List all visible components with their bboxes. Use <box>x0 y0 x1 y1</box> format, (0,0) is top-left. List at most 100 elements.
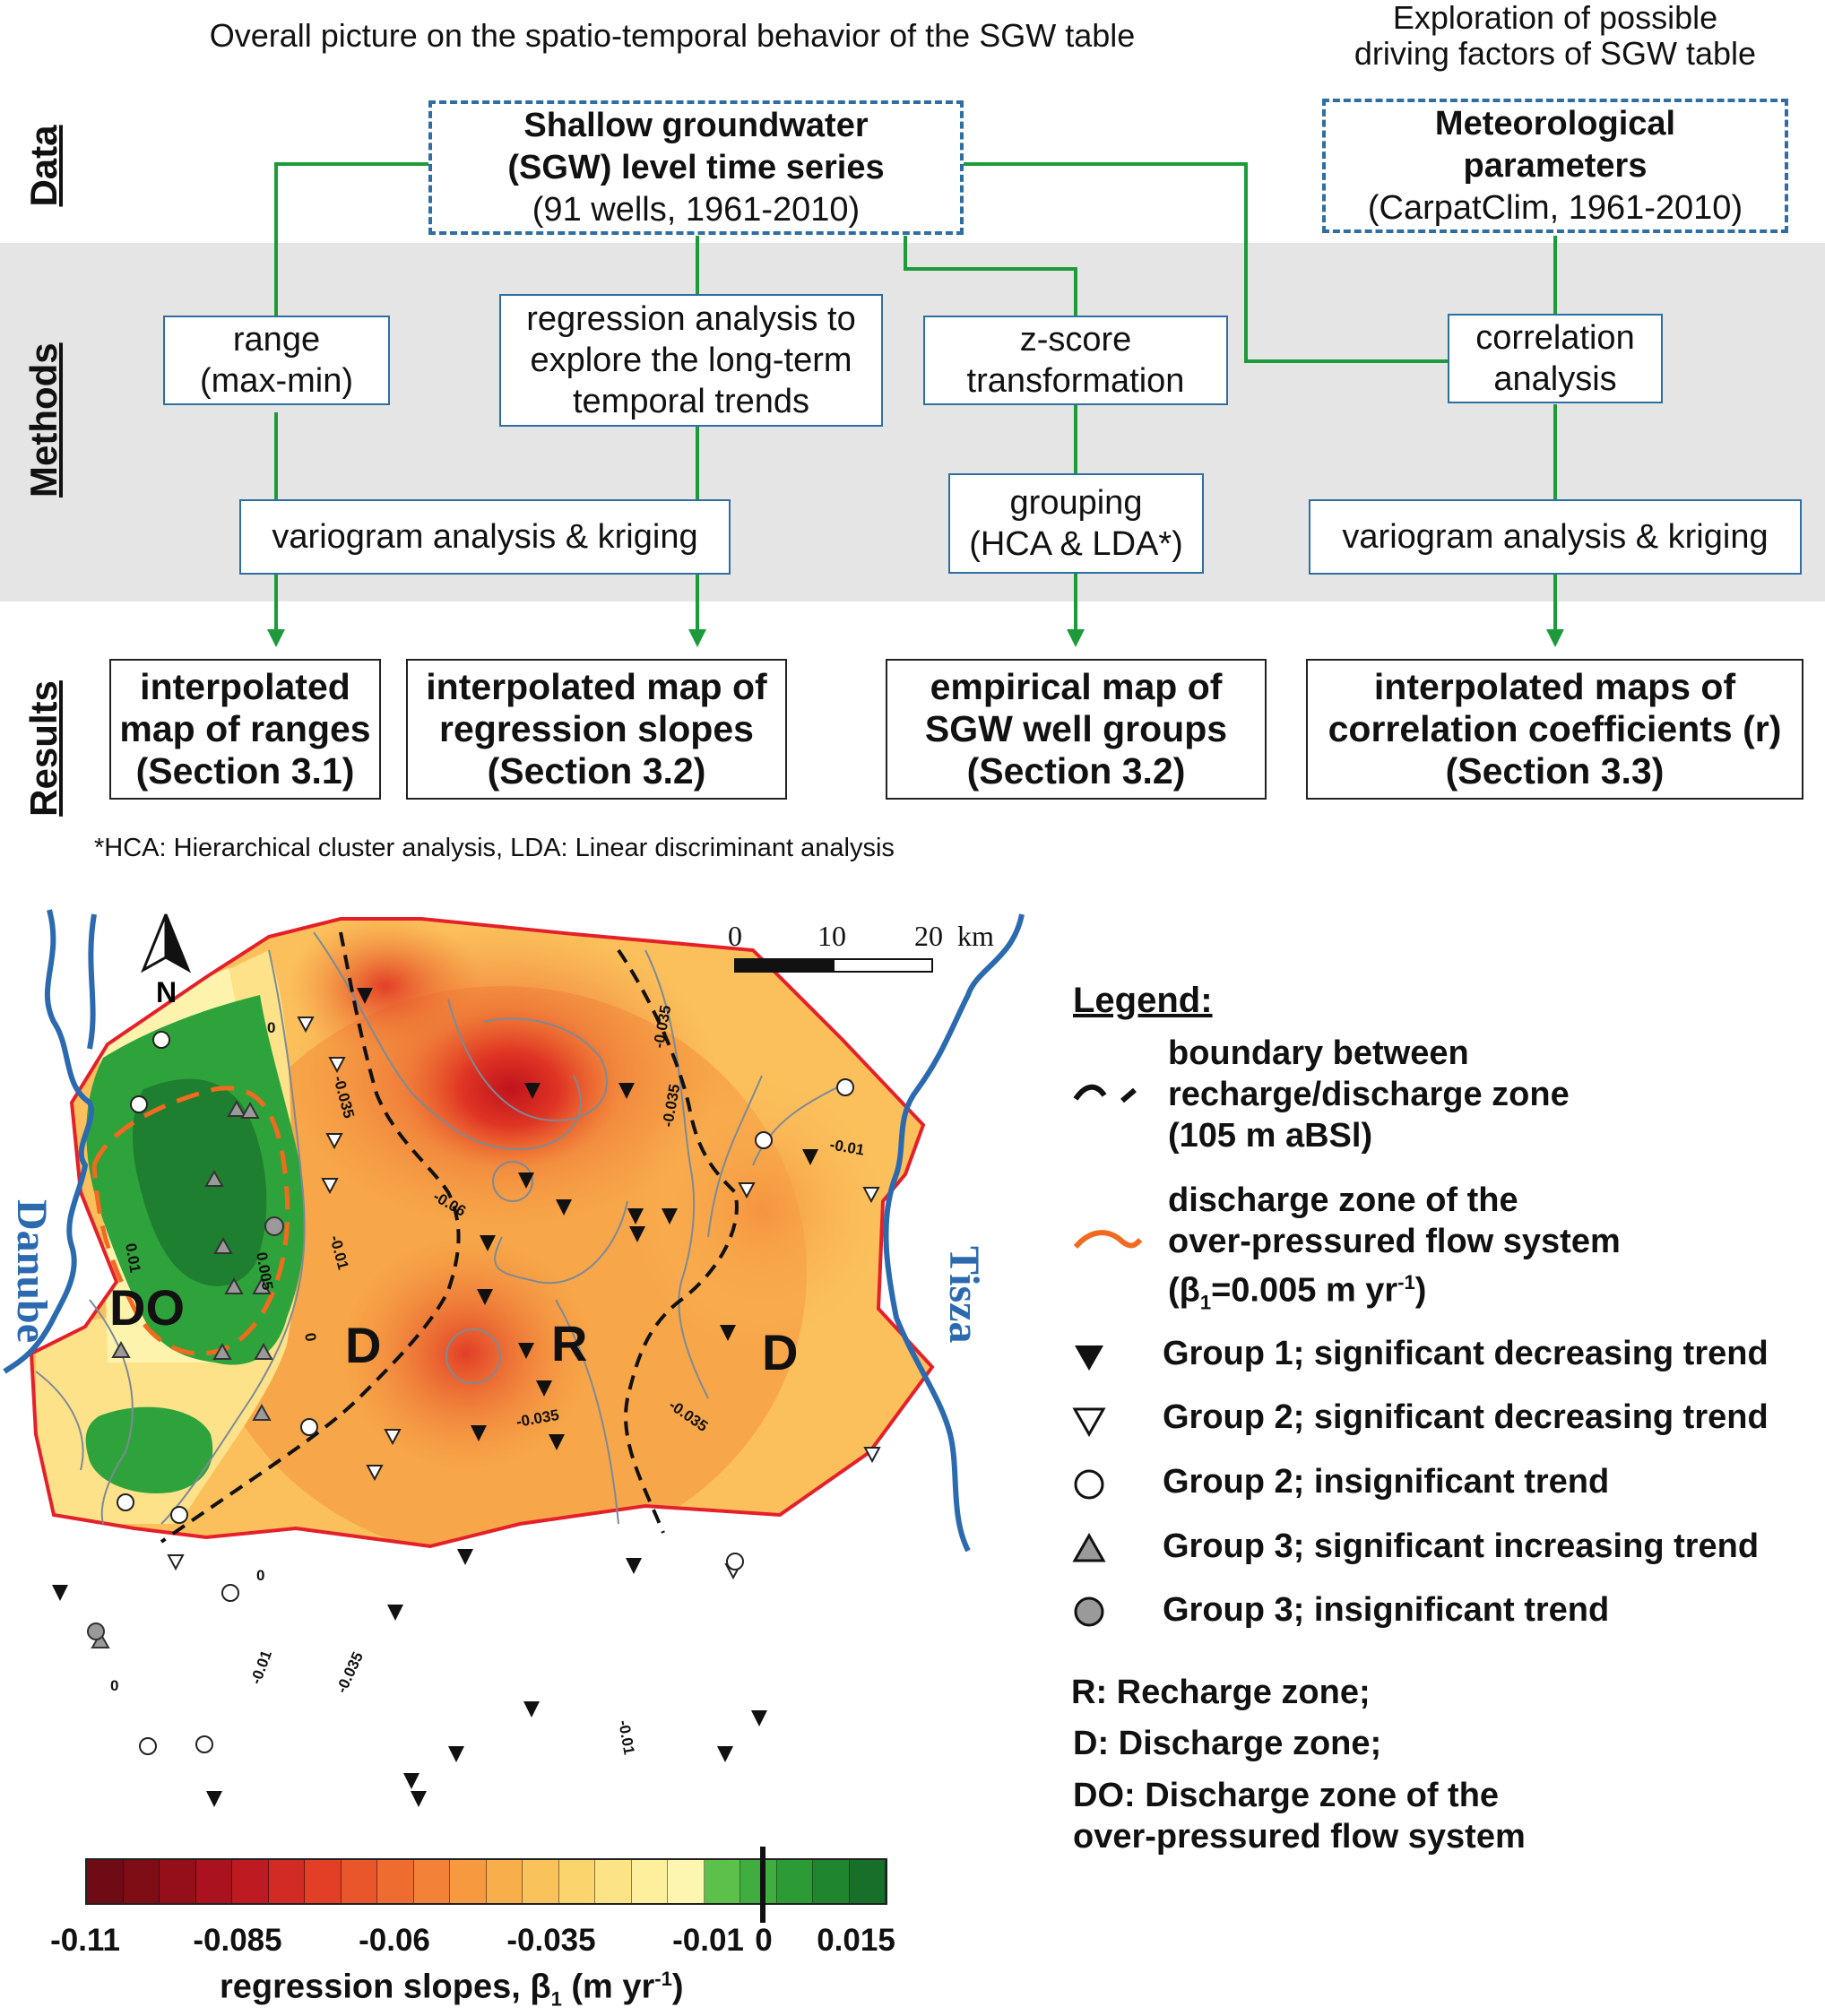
colorbar-swatch <box>849 1860 886 1903</box>
well-g2i <box>170 1506 188 1524</box>
well-g1 <box>626 1558 642 1574</box>
river-danube-branch <box>87 913 97 1050</box>
well-g2s <box>366 1465 384 1482</box>
well-g2i <box>300 1418 318 1436</box>
colorbar-swatch <box>195 1860 232 1903</box>
well-g2i <box>755 1131 773 1149</box>
legend-g2i-icon <box>1074 1469 1104 1500</box>
colorbar-tick: -0.035 <box>506 1923 596 1958</box>
result-slopes-box: interpolated map of regression slopes (S… <box>406 659 787 800</box>
contour-label: -0.01 <box>247 1648 275 1686</box>
river-danube-line <box>3 909 94 1374</box>
header-right-line2: driving factors of SGW table <box>1354 35 1757 72</box>
well-g1 <box>518 1172 534 1189</box>
colorbar-tick: -0.06 <box>359 1923 430 1958</box>
map-hot-top <box>287 919 484 1058</box>
legend-title: Legend: <box>1073 981 1213 1020</box>
well-g1 <box>357 988 373 1004</box>
contour-lines <box>35 931 852 1525</box>
result-ranges-line1: interpolated <box>140 666 350 707</box>
result-groups-box: empirical map of SGW well groups (Sectio… <box>886 659 1267 800</box>
legend-boundary-line2: recharge/discharge zone <box>1168 1076 1570 1113</box>
map-warm-east <box>627 1067 896 1354</box>
well-g1 <box>627 1208 644 1224</box>
zone-label-d-right: D <box>762 1324 798 1380</box>
method-range-line1: range <box>232 321 321 359</box>
colorbar-swatch <box>305 1860 342 1903</box>
zone-label-r: R <box>551 1315 587 1371</box>
well-g2i <box>152 1031 170 1049</box>
wells-group3-insignificant <box>87 1216 284 1640</box>
well-g3s <box>252 1403 272 1421</box>
well-g2s <box>738 1182 756 1199</box>
colorbar-swatch <box>704 1860 740 1903</box>
result-correlation-line3: (Section 3.3) <box>1445 750 1665 792</box>
header-right-line1: Exploration of possible <box>1392 0 1718 36</box>
well-g1 <box>802 1149 818 1165</box>
well-g2i <box>195 1735 213 1753</box>
legend-g1-icon <box>1075 1345 1103 1371</box>
well-g3s <box>227 1099 247 1117</box>
well-g1 <box>411 1791 427 1807</box>
wells-group2-insignificant <box>117 1031 854 1755</box>
colorbar-zero-marker <box>760 1847 765 1923</box>
map-green-south-pocket <box>85 1406 213 1493</box>
well-g2s <box>384 1429 402 1446</box>
well-g2s <box>297 1017 315 1034</box>
scale-label-10: 10 <box>817 920 846 952</box>
river-tisza-line <box>883 913 1025 1553</box>
well-g2i <box>221 1584 239 1602</box>
well-g3s <box>91 1631 110 1648</box>
colorbar-swatch <box>813 1860 850 1903</box>
contour-label: 0 <box>301 1331 319 1343</box>
well-g2i <box>130 1095 148 1113</box>
result-groups-line3: (Section 3.2) <box>966 750 1186 792</box>
legend-boundary-line1: boundary between <box>1168 1034 1469 1072</box>
method-regression-line1: regression analysis to <box>526 300 856 338</box>
colorbar-swatch <box>87 1860 124 1903</box>
legend-g3i-icon <box>1074 1596 1104 1627</box>
result-correlation-box: interpolated maps of correlation coeffic… <box>1306 659 1803 800</box>
well-g1 <box>717 1746 733 1762</box>
colorbar-tick: -0.085 <box>193 1923 282 1958</box>
legend-zone-do: DO: Discharge zone of the over-pressured… <box>1073 1775 1526 1857</box>
well-g3s <box>254 1342 273 1360</box>
colorbar-swatch <box>631 1860 668 1903</box>
wells-group1 <box>52 988 818 1807</box>
well-g1 <box>536 1380 552 1397</box>
colorbar-swatch <box>377 1860 414 1903</box>
contour-label: -0.035 <box>333 1649 367 1696</box>
colorbar-swatch <box>123 1860 160 1903</box>
result-slopes-line1: interpolated map of <box>426 666 767 707</box>
colorbar-swatch <box>668 1860 705 1903</box>
contour-label: 0 <box>267 1019 275 1036</box>
header-left: Overall picture on the spatio-temporal b… <box>209 17 1136 54</box>
colorbar <box>85 1858 887 1905</box>
colorbar-swatch <box>450 1860 487 1903</box>
colorbar-swatch <box>268 1860 305 1903</box>
data-sgw-line3: (91 wells, 1961-2010) <box>532 190 861 229</box>
well-g1 <box>524 1083 541 1099</box>
legend-discharge-line3: (β1=0.005 m yr-1) <box>1168 1271 1427 1314</box>
colorbar-swatch <box>776 1860 813 1903</box>
colorbar-swatch <box>486 1860 523 1903</box>
method-zscore-line1: z-score <box>1019 321 1132 359</box>
well-g2i <box>726 1553 744 1570</box>
scale-label-20: 20 <box>914 920 943 952</box>
well-g1 <box>448 1746 464 1762</box>
result-ranges-line2: map of ranges <box>119 708 371 749</box>
well-g1 <box>403 1773 419 1789</box>
colorbar-swatch <box>558 1860 595 1903</box>
well-g1 <box>52 1585 68 1601</box>
well-g1 <box>387 1605 403 1621</box>
well-g3s <box>224 1276 244 1294</box>
map: 0 0.01 0.005 0 -0.035 -0.01 -0.06 -0.035… <box>3 909 1025 1807</box>
legend-g3s-text: Group 3; significant increasing trend <box>1163 1527 1760 1565</box>
data-meteo-line3: (CarpatClim, 1961-2010) <box>1367 188 1743 227</box>
map-green-do-core <box>133 1078 267 1286</box>
data-sgw-box: Shallow groundwater (SGW) level time ser… <box>428 100 964 235</box>
flow-connectors <box>267 162 1564 647</box>
colorbar-tick: 0 <box>755 1923 773 1958</box>
north-label: N <box>156 976 177 1008</box>
